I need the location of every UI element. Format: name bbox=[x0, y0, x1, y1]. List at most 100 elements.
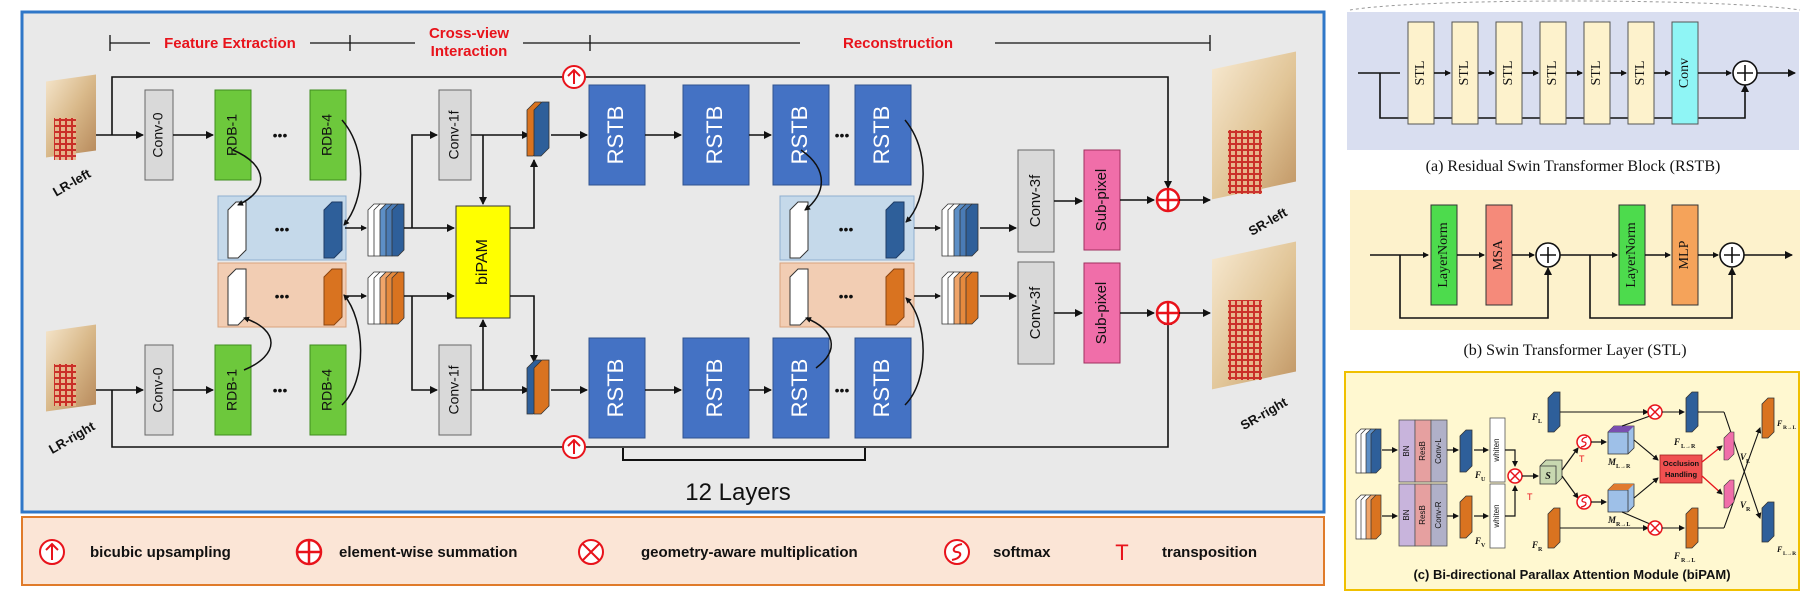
f-l-sub: L bbox=[1538, 419, 1542, 425]
stl-block-6 bbox=[1627, 21, 1655, 125]
stl-block-5 bbox=[1583, 21, 1611, 125]
rstb-sum-icon bbox=[1732, 60, 1758, 86]
dots: ••• bbox=[275, 221, 290, 237]
subpixel-top bbox=[1083, 149, 1121, 251]
summation-icon bbox=[1155, 300, 1181, 326]
f-v-label: F bbox=[1474, 536, 1481, 546]
multiply-icon bbox=[1647, 404, 1663, 420]
conv-r-block bbox=[1430, 483, 1448, 547]
summation-icon bbox=[1155, 187, 1181, 213]
reconstruction-top: RSTB RSTB RSTB ••• RSTB bbox=[588, 84, 912, 186]
legend-geometry: geometry-aware multiplication bbox=[641, 544, 858, 561]
rdb4-bottom-label: RDB-4 bbox=[319, 369, 335, 411]
layers-brace: 12 Layers bbox=[622, 448, 866, 506]
rstb-label: RSTB bbox=[869, 106, 894, 165]
transpose-mark: T bbox=[1579, 454, 1585, 464]
layernorm-label: LayerNorm bbox=[1624, 222, 1639, 287]
dots: ••• bbox=[839, 221, 854, 237]
resb-label: ResB bbox=[1418, 441, 1427, 461]
occlusion-label: Occlusion bbox=[1663, 459, 1700, 468]
stl-label: STL bbox=[1589, 61, 1604, 86]
dots: ••• bbox=[273, 382, 288, 398]
occlusion-block bbox=[1659, 454, 1703, 484]
rstb-top-4 bbox=[854, 84, 912, 186]
feature-collection-right: ••• ••• bbox=[779, 119, 924, 406]
subpixel-bottom bbox=[1083, 262, 1121, 364]
legend-bicubic-icon bbox=[39, 539, 65, 565]
rstb-bottom-2 bbox=[682, 337, 750, 439]
stacked-features-bottom bbox=[345, 271, 405, 325]
stacked-features-top bbox=[345, 203, 405, 257]
rdb1-bottom-label: RDB-1 bbox=[224, 369, 240, 411]
multiply-icon bbox=[1507, 468, 1523, 484]
rstb-caption: (a) Residual Swin Transformer Block (RST… bbox=[1426, 158, 1721, 175]
legend-geometry-icon bbox=[578, 539, 604, 565]
conv-r-label: Conv-R bbox=[1434, 501, 1443, 528]
multiply-icon bbox=[1647, 520, 1663, 536]
dots: ••• bbox=[835, 382, 850, 398]
rstb-label: RSTB bbox=[702, 106, 727, 165]
conv0-top bbox=[144, 89, 174, 181]
fused-feature-top bbox=[526, 101, 550, 157]
dots: ••• bbox=[839, 288, 854, 304]
legend-bicubic: bicubic upsampling bbox=[90, 544, 231, 561]
rstb-label: RSTB bbox=[787, 359, 812, 418]
conv0-top-label: Conv-0 bbox=[150, 112, 166, 157]
f-lr-out-label: F bbox=[1776, 545, 1783, 554]
legend: bicubic upsampling element-wise summatio… bbox=[21, 516, 1325, 586]
msa-label: MSA bbox=[1491, 239, 1506, 270]
f-v-sub: V bbox=[1481, 543, 1486, 549]
conv1f-bottom-label: Conv-1f bbox=[446, 365, 462, 414]
softmax-icon bbox=[1576, 434, 1592, 450]
whiten-label: whiten bbox=[1492, 438, 1501, 462]
stl-sum-icon-1 bbox=[1535, 242, 1561, 268]
stl-block-1 bbox=[1407, 21, 1435, 125]
stl-block-2 bbox=[1451, 21, 1479, 125]
stl-block-4 bbox=[1539, 21, 1567, 125]
f-u-label: F bbox=[1474, 470, 1481, 480]
legend-summation: element-wise summation bbox=[339, 544, 517, 561]
layernorm-block-2 bbox=[1618, 204, 1646, 306]
skip-connections bbox=[111, 65, 1172, 459]
rdb4-bottom bbox=[309, 344, 347, 436]
rstb-top-3 bbox=[772, 84, 830, 186]
stage-cross-view-line2: Interaction bbox=[431, 43, 508, 60]
stl-panel: LayerNorm MSA LayerNorm MLP (b) Swin Tra… bbox=[1350, 190, 1800, 359]
cross-view-interaction: Conv-1f Conv-1f biPAM bbox=[404, 89, 588, 436]
bn-label: BN bbox=[1402, 509, 1411, 520]
conv-l-block bbox=[1430, 419, 1448, 483]
layernorm-label: LayerNorm bbox=[1436, 222, 1451, 287]
rstb-panel: STL STL STL STL STL STL Conv (a) Residua… bbox=[1347, 0, 1801, 175]
subpixel-bottom-label: Sub-pixel bbox=[1093, 282, 1110, 345]
conv1f-top bbox=[438, 89, 472, 181]
v-r-label: V bbox=[1740, 500, 1747, 510]
dots: ••• bbox=[835, 127, 850, 143]
reconstruction-bottom: RSTB RSTB RSTB ••• RSTB bbox=[588, 337, 912, 439]
m-lr-sub: L→R bbox=[1616, 464, 1631, 470]
conv0-bottom bbox=[144, 344, 174, 436]
feature-collection-left: ••• ••• bbox=[217, 119, 362, 406]
m-lr-label: M bbox=[1607, 457, 1617, 467]
legend-softmax: softmax bbox=[993, 544, 1051, 561]
stl-label: STL bbox=[1413, 61, 1428, 86]
fused-feature-bottom bbox=[526, 359, 550, 415]
layernorm-block-1 bbox=[1430, 204, 1458, 306]
handling-label: Handling bbox=[1665, 470, 1697, 479]
legend-transposition: transposition bbox=[1162, 544, 1257, 561]
conv0-bottom-label: Conv-0 bbox=[150, 367, 166, 412]
conv3f-top-label: Conv-3f bbox=[1027, 174, 1044, 227]
transpose-mark: T bbox=[1527, 492, 1533, 502]
conv-label: Conv bbox=[1677, 58, 1692, 88]
f-lr-out-sub: L→R bbox=[1783, 551, 1797, 557]
rdb4-top-label: RDB-4 bbox=[319, 114, 335, 156]
rdb1-top bbox=[214, 89, 252, 181]
s-cube: S bbox=[1539, 459, 1563, 485]
stl-sum-icon-2 bbox=[1719, 242, 1745, 268]
bottom-feature-extraction: Conv-0 RDB-1 ••• RDB-4 bbox=[96, 344, 347, 436]
rstb-label: RSTB bbox=[702, 359, 727, 418]
rstb-bottom-1 bbox=[588, 337, 646, 439]
rstb-bottom-3 bbox=[772, 337, 830, 439]
legend-transposition-symbol: T bbox=[1115, 540, 1128, 565]
stl-label: STL bbox=[1545, 61, 1560, 86]
